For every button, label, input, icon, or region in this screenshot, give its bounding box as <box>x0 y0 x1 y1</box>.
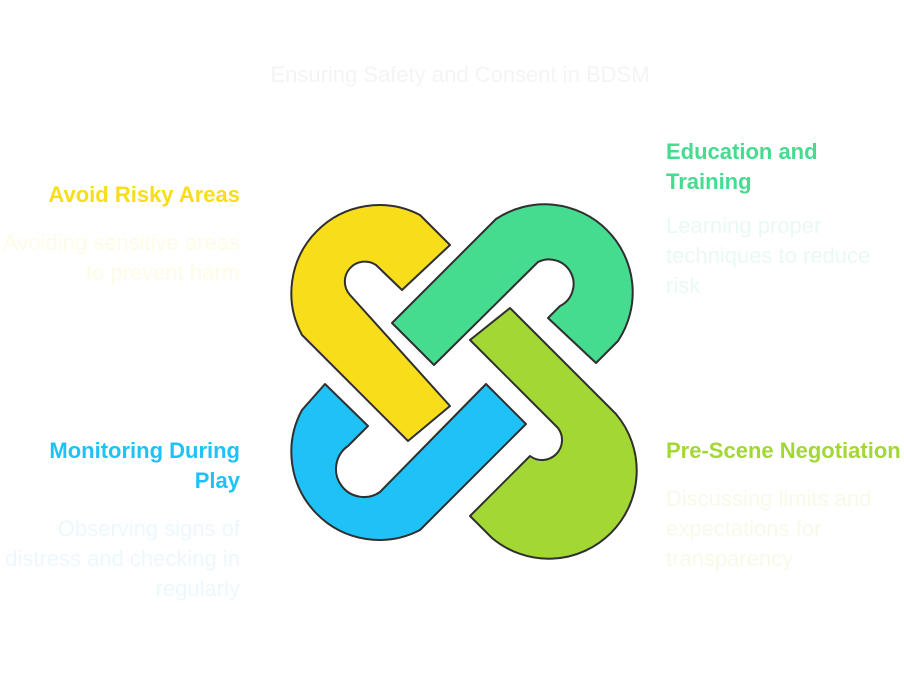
item-monitoring-during-play: Monitoring During Play Observing signs o… <box>0 436 240 604</box>
item-description: Avoiding sensitive areas to prevent harm <box>3 230 240 285</box>
item-education-training: Education and Training Learning proper t… <box>666 137 904 301</box>
item-title: Avoid Risky Areas <box>48 182 240 207</box>
item-description: Learning proper techniques to reduce ris… <box>666 213 871 298</box>
item-description: Observing signs of distress and checking… <box>5 516 240 601</box>
green-link-shape <box>391 203 634 366</box>
item-pre-scene-negotiation: Pre-Scene Negotiation Discussing limits … <box>666 436 904 574</box>
yellow-link-shape <box>290 204 451 442</box>
item-avoid-risky-areas: Avoid Risky Areas Avoiding sensitive are… <box>0 180 240 288</box>
blue-link-shape <box>290 383 527 541</box>
diagram-title: Ensuring Safety and Consent in BDSM <box>270 62 650 87</box>
item-title: Education and Training <box>666 139 818 194</box>
item-description: Discussing limits and expectations for t… <box>666 486 872 571</box>
item-title: Monitoring During Play <box>49 438 240 493</box>
item-title: Pre-Scene Negotiation <box>666 438 901 463</box>
lime-link-shape <box>469 307 638 560</box>
